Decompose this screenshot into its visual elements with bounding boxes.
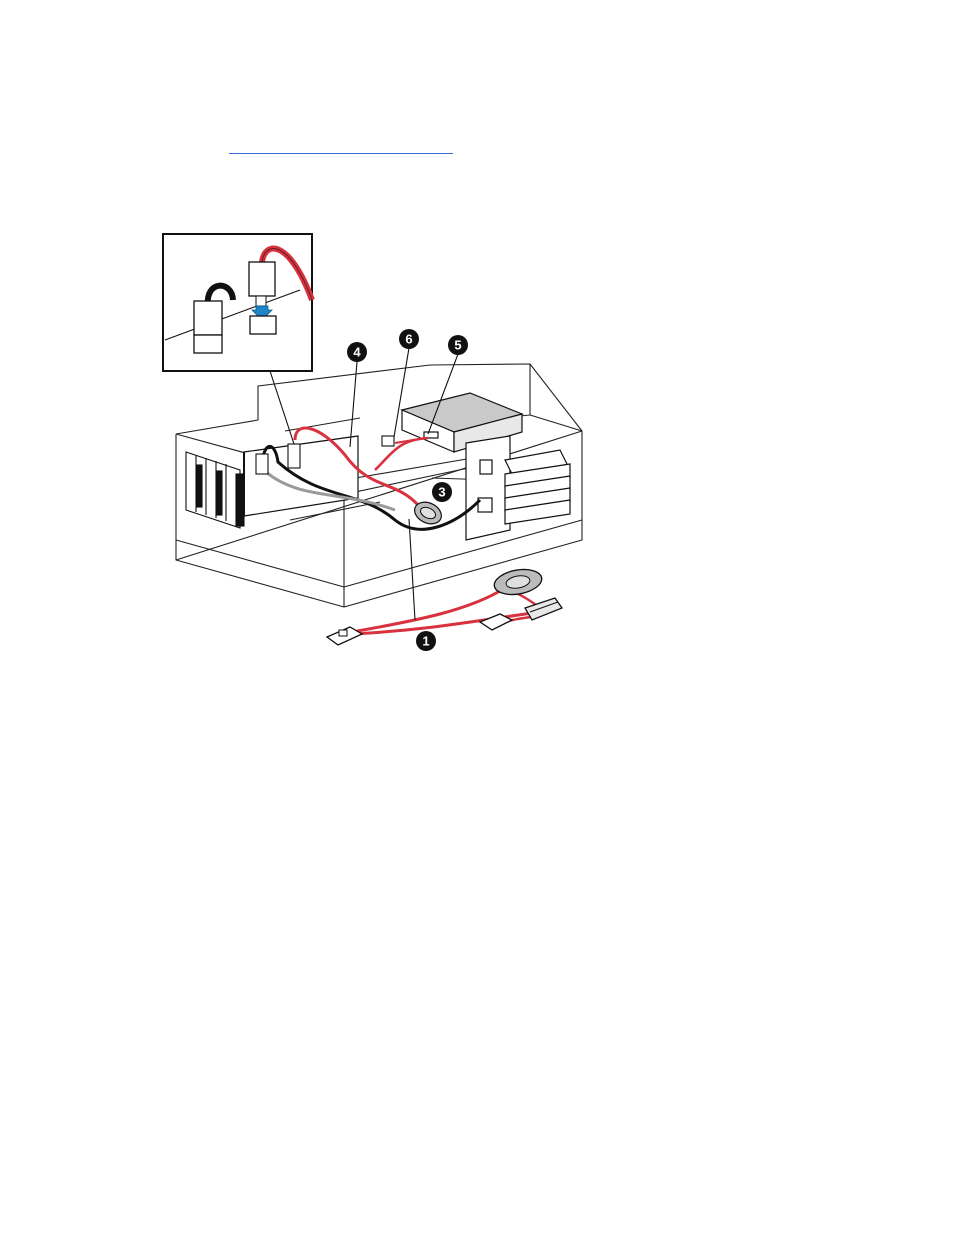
callout-5-label: 5 [454,338,461,353]
loose-sas-cable-assembly [327,566,562,645]
callout-6-label: 6 [405,332,412,347]
callout-1-label: 1 [422,634,429,649]
callout-1: 1 [416,631,436,651]
callout-4: 4 [347,342,367,362]
controller-card [244,436,358,516]
callout-5: 5 [448,335,468,355]
callout-3: 3 [432,482,452,502]
callout-4-label: 4 [353,345,361,360]
expansion-slot-brackets [186,452,244,528]
callout-6: 6 [399,329,419,349]
inset-detail [163,234,312,371]
callout-3-label: 3 [438,485,445,500]
